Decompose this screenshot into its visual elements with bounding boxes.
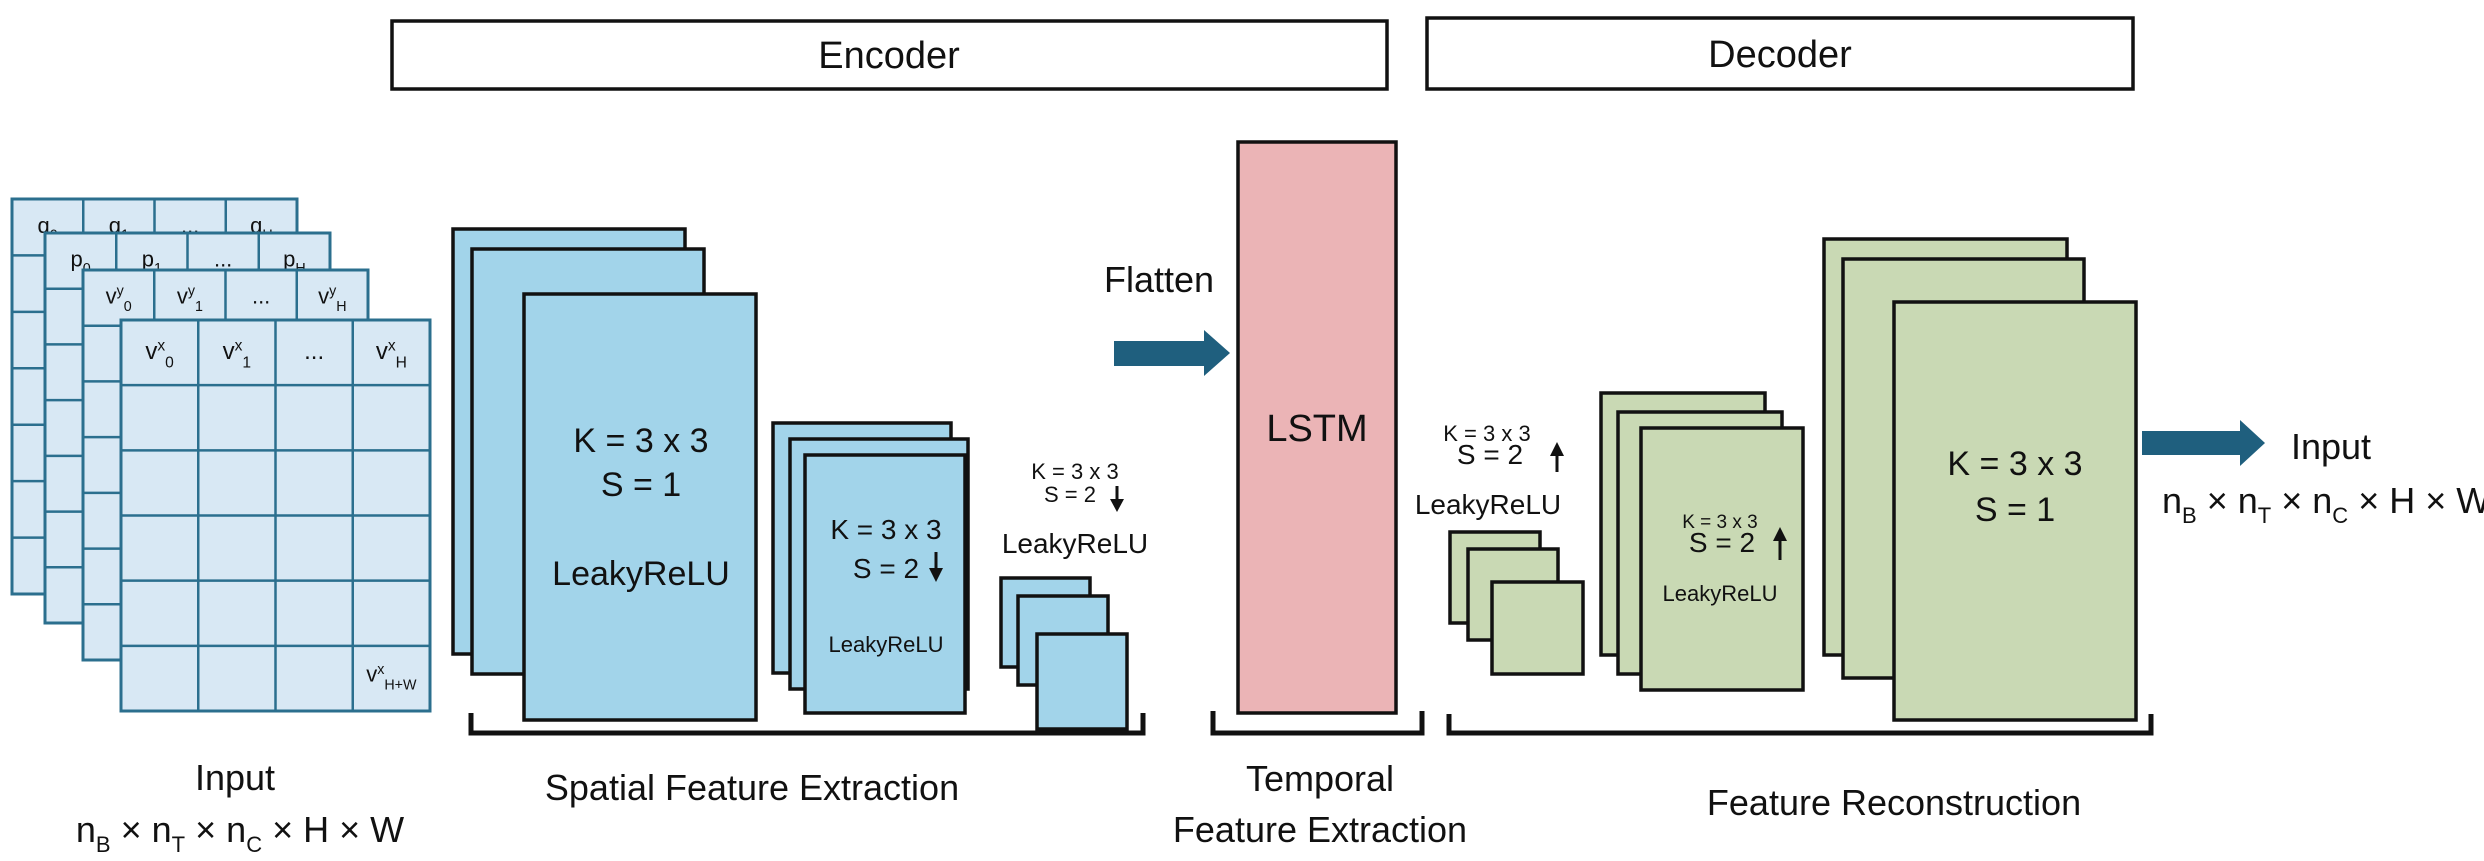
encoder-block-2-stride: S = 2 [853,553,919,584]
spatial-bracket: Spatial Feature Extraction [468,713,1146,808]
arrow-down-icon [929,552,943,582]
spatial-bracket-label: Spatial Feature Extraction [545,767,959,808]
encoder-label: Encoder [818,35,960,77]
decoder-block-2-kernel: K = 3 x 3 [1682,512,1758,533]
input-grid-stack: q0q1...qHp0p1...pHvy0vy1...vyHvx0vx1...v… [10,197,432,713]
input-left-dims: nB × nT × nC × H × W [76,809,404,857]
encoder-block-1-activation: LeakyReLU [552,555,730,593]
encoder-block-2-kernel: K = 3 x 3 [830,514,941,545]
grid-header-cell: vx1 [223,338,251,372]
decoder-block-2-layer [1639,426,1805,692]
decoder-block-1-stride: S = 2 [1457,439,1523,470]
grid-header-cell: vy0 [106,283,132,315]
temporal-bracket-label-line2: Feature Extraction [1173,809,1467,850]
output-arrow-icon [2142,420,2265,466]
lstm-box [1236,140,1398,715]
encoder-header-box [390,19,1389,91]
arrow-up-icon [1773,527,1787,560]
encoder-block-2-layer [803,453,967,715]
grid-header-cell: vy1 [177,283,203,315]
decoder-header: Decoder [1425,16,2135,91]
decoder-block-2-stride: S = 2 [1689,527,1755,558]
grid-ellipsis: ... [252,283,270,308]
grid-header-cell: vx0 [145,338,174,372]
decoder-block-1-activation: LeakyReLU [1415,489,1561,520]
encoder-block-2-activation: LeakyReLU [829,632,944,657]
arrow-down-icon [1110,486,1124,512]
decoder-block-2-activation: LeakyReLU [1663,581,1778,606]
grid-ellipsis: ... [214,246,232,271]
decoder-block-3-stride: S = 1 [1975,491,2055,529]
flatten-arrow-icon [1114,330,1230,376]
encoder-block-1: K = 3 x 3 S = 1 LeakyReLU [451,227,758,722]
grid-last-cell: vxH+W [366,662,417,694]
input-grid-layer-4: vx0 vx1... vxH vxH+W [119,318,432,713]
lstm-block: LSTM [1236,140,1398,715]
decoder-block-1-layer [1490,580,1585,676]
encoder-block-1-stride: S = 1 [601,466,681,504]
decoder-block-3: K = 3 x 3 S = 1 [1822,237,2138,722]
input-left-title: Input [195,757,275,798]
decoder-block-1-kernel: K = 3 x 3 [1443,421,1530,446]
encoder-block-3-kernel: K = 3 x 3 [1031,459,1118,484]
reconstruction-bracket-label: Feature Reconstruction [1707,782,2081,823]
temporal-bracket: Temporal Feature Extraction [1173,711,1467,850]
arrow-up-icon [1550,442,1564,472]
grid-ellipsis: ... [304,338,324,365]
encoder-block-3: K = 3 x 3 S = 2 LeakyReLU [999,459,1148,731]
decoder-header-box [1425,16,2135,91]
reconstruction-bracket: Feature Reconstruction [1446,714,2154,823]
temporal-bracket-label-line1: Temporal [1246,758,1394,799]
encoder-header: Encoder [390,19,1389,91]
encoder-block-1-kernel: K = 3 x 3 [573,422,708,460]
grid-header-cell: vxH [376,338,407,372]
encoder-block-3-stride: S = 2 [1044,482,1096,507]
decoder-label: Decoder [1708,34,1852,76]
grid-header-cell: vyH [318,283,346,315]
decoder-block-1: K = 3 x 3 S = 2 LeakyReLU [1415,421,1585,676]
input-right-dims: nB × nT × nC × H × W [2162,480,2484,528]
encoder-block-3-layer [1035,632,1129,731]
flatten-label: Flatten [1104,259,1214,300]
decoder-block-2: K = 3 x 3 S = 2 LeakyReLU [1599,391,1805,692]
encoder-block-2: K = 3 x 3 S = 2 LeakyReLU [771,421,970,715]
encoder-block-1-layer [522,292,758,722]
lstm-label: LSTM [1266,408,1367,450]
decoder-block-3-kernel: K = 3 x 3 [1947,445,2082,483]
input-right-title: Input [2291,426,2371,467]
decoder-block-3-layer [1892,300,2138,722]
encoder-block-3-activation: LeakyReLU [1002,528,1148,559]
